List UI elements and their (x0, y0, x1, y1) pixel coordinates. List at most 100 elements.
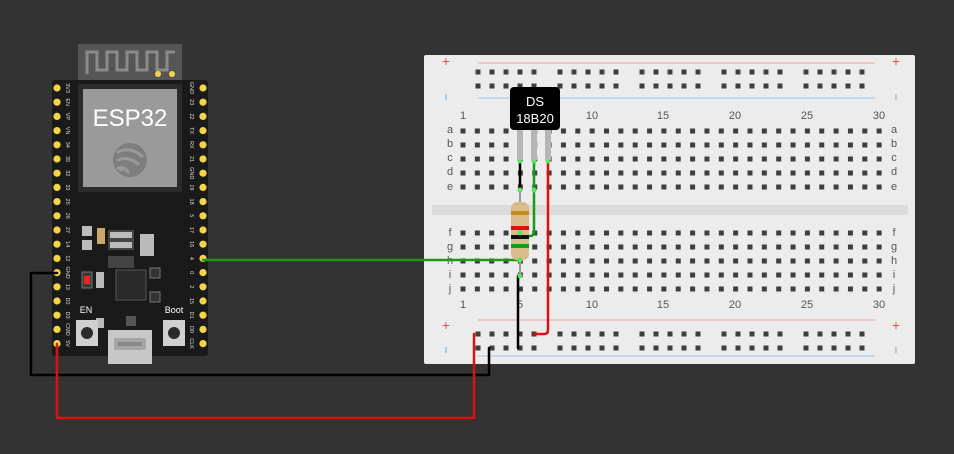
hole-i13[interactable] (632, 272, 638, 278)
hole-d2[interactable] (474, 170, 480, 176)
hole-g27[interactable] (833, 244, 839, 250)
hole-i14[interactable] (647, 272, 653, 278)
pin-23[interactable] (199, 98, 207, 106)
hole-c13[interactable] (632, 156, 638, 162)
hole-b25[interactable] (804, 142, 810, 148)
hole-j18[interactable] (704, 286, 710, 292)
hole-a9[interactable] (575, 128, 581, 134)
hole-f23[interactable] (776, 230, 782, 236)
hole-h11[interactable] (604, 258, 609, 264)
hole-i17[interactable] (690, 272, 696, 278)
rail-hole-0-6[interactable] (571, 69, 577, 75)
hole-g28[interactable] (847, 244, 853, 250)
hole-i27[interactable] (833, 272, 839, 278)
hole-d10[interactable] (589, 170, 595, 176)
hole-i6[interactable] (532, 272, 538, 278)
rail-hole-3-8[interactable] (599, 345, 605, 351)
hole-b24[interactable] (790, 142, 796, 148)
hole-d25[interactable] (804, 170, 810, 176)
hole-c4[interactable] (503, 156, 509, 162)
hole-i19[interactable] (718, 272, 724, 278)
rail-hole-0-8[interactable] (599, 69, 605, 75)
hole-b12[interactable] (618, 142, 624, 148)
pin-d1[interactable] (199, 311, 207, 319)
hole-a13[interactable] (632, 128, 638, 134)
hole-j20[interactable] (733, 286, 739, 292)
rail-hole-2-11[interactable] (653, 331, 659, 337)
hole-e19[interactable] (718, 184, 724, 190)
pin-cmd[interactable] (53, 325, 61, 333)
pin-d3[interactable] (53, 311, 61, 319)
rail-hole-3-24[interactable] (859, 345, 865, 351)
pin-26[interactable] (53, 212, 61, 220)
hole-f12[interactable] (618, 230, 624, 236)
wire-bb-green-top[interactable] (532, 160, 537, 192)
hole-j30[interactable] (876, 286, 882, 292)
boot-button[interactable] (163, 320, 185, 346)
hole-f27[interactable] (833, 230, 839, 236)
hole-e9[interactable] (575, 184, 581, 190)
hole-j23[interactable] (776, 286, 782, 292)
hole-b11[interactable] (604, 142, 609, 148)
hole-e14[interactable] (647, 184, 653, 190)
pin-2[interactable] (199, 283, 207, 291)
rail-hole-0-3[interactable] (517, 69, 523, 75)
rail-hole-3-23[interactable] (845, 345, 851, 351)
hole-a19[interactable] (718, 128, 724, 134)
hole-d20[interactable] (733, 170, 739, 176)
hole-i22[interactable] (761, 272, 767, 278)
pin-gnd[interactable] (199, 169, 207, 177)
hole-j14[interactable] (647, 286, 653, 292)
rail-hole-2-13[interactable] (681, 331, 687, 337)
hole-e4[interactable] (503, 184, 509, 190)
rail-hole-0-0[interactable] (475, 69, 481, 75)
hole-j24[interactable] (790, 286, 796, 292)
rail-hole-1-6[interactable] (571, 83, 577, 89)
hole-e30[interactable] (876, 184, 882, 190)
hole-a18[interactable] (704, 128, 710, 134)
rail-hole-3-13[interactable] (681, 345, 687, 351)
hole-c25[interactable] (804, 156, 810, 162)
hole-a29[interactable] (862, 128, 868, 134)
pin-vp[interactable] (53, 112, 61, 120)
rail-hole-1-1[interactable] (489, 83, 495, 89)
pin-18[interactable] (199, 198, 207, 206)
pin-22[interactable] (199, 112, 207, 120)
hole-i20[interactable] (733, 272, 739, 278)
rail-hole-0-17[interactable] (749, 69, 755, 75)
hole-e18[interactable] (704, 184, 710, 190)
rail-hole-0-18[interactable] (763, 69, 769, 75)
hole-b23[interactable] (776, 142, 782, 148)
hole-f22[interactable] (761, 230, 767, 236)
hole-e13[interactable] (632, 184, 638, 190)
hole-j10[interactable] (589, 286, 595, 292)
hole-a11[interactable] (604, 128, 609, 134)
wire-bb-green-mid[interactable] (520, 188, 536, 238)
rail-hole-3-7[interactable] (585, 345, 591, 351)
rail-hole-1-9[interactable] (613, 83, 619, 89)
hole-e8[interactable] (560, 184, 566, 190)
rail-hole-2-1[interactable] (489, 331, 495, 337)
rail-hole-3-19[interactable] (777, 345, 783, 351)
rail-hole-1-15[interactable] (721, 83, 727, 89)
hole-b14[interactable] (647, 142, 653, 148)
rail-hole-2-20[interactable] (803, 331, 809, 337)
hole-d16[interactable] (675, 170, 681, 176)
hole-f13[interactable] (632, 230, 638, 236)
hole-j8[interactable] (560, 286, 566, 292)
hole-d1[interactable] (460, 170, 466, 176)
hole-d26[interactable] (819, 170, 825, 176)
hole-c2[interactable] (474, 156, 480, 162)
rail-hole-1-8[interactable] (599, 83, 605, 89)
hole-f4[interactable] (503, 230, 509, 236)
rail-hole-1-19[interactable] (777, 83, 783, 89)
hole-j5[interactable] (517, 286, 523, 292)
pin-21[interactable] (199, 155, 207, 163)
hole-h21[interactable] (747, 258, 753, 264)
rail-hole-2-21[interactable] (817, 331, 823, 337)
hole-g3[interactable] (489, 244, 495, 250)
hole-a16[interactable] (675, 128, 681, 134)
hole-i16[interactable] (675, 272, 681, 278)
hole-c16[interactable] (675, 156, 681, 162)
rail-hole-3-17[interactable] (749, 345, 755, 351)
